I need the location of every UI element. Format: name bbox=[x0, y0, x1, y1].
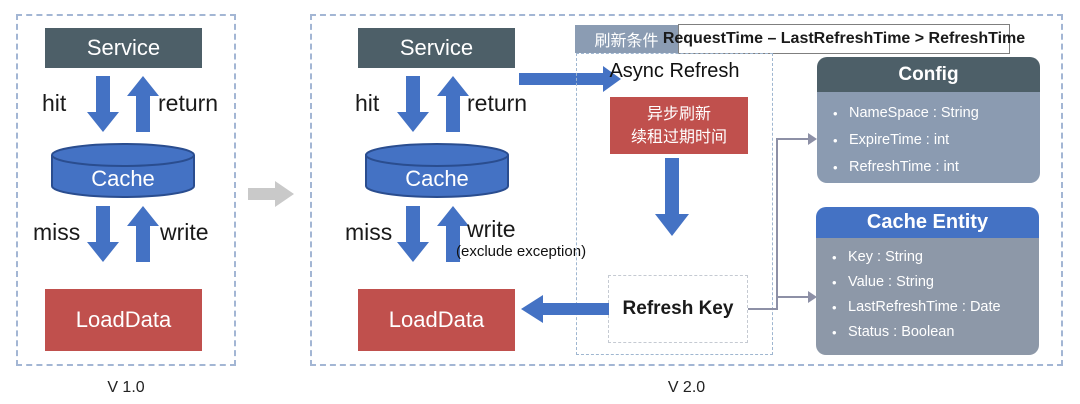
v1-hit-label: hit bbox=[42, 90, 67, 116]
v1-write-up-arrow-icon bbox=[127, 206, 159, 262]
cylinder-icon bbox=[365, 143, 509, 198]
v1-loaddata-box: LoadData bbox=[45, 289, 202, 351]
v1-miss-down-arrow-icon bbox=[87, 206, 119, 262]
v1-return-label: return bbox=[158, 90, 219, 116]
config-title: Config bbox=[817, 57, 1040, 92]
refreshkey-to-loaddata-arrow-icon bbox=[521, 295, 609, 323]
v2-caption: V 2.0 bbox=[667, 379, 706, 396]
cache-entity-fields: Key : String Value : String LastRefreshT… bbox=[816, 238, 1039, 355]
cache-entity-field: Value : String bbox=[830, 270, 1039, 295]
refresh-key-box: Refresh Key bbox=[608, 275, 748, 343]
v1-cache-label: Cache bbox=[91, 166, 155, 191]
cache-entity-field: Status : Boolean bbox=[830, 320, 1039, 345]
cache-entity-field: LastRefreshTime : Date bbox=[830, 295, 1039, 320]
v1-panel bbox=[16, 14, 236, 366]
cylinder-icon bbox=[51, 143, 195, 198]
config-field: ExpireTime : int bbox=[831, 127, 1040, 154]
v1-caption: V 1.0 bbox=[107, 379, 145, 396]
service-to-async-arrow-icon bbox=[519, 66, 621, 92]
v2-service-label: Service bbox=[399, 35, 474, 60]
config-field: RefreshTime : int bbox=[831, 154, 1040, 181]
async-task-line1: 异步刷新 bbox=[646, 105, 711, 123]
refresh-condition-expression: RequestTime – LastRefreshTime > RefreshT… bbox=[663, 24, 1025, 54]
config-field: NameSpace : String bbox=[831, 100, 1040, 127]
v2-miss-down-arrow-icon bbox=[397, 206, 429, 262]
v2-hit-label: hit bbox=[355, 90, 380, 116]
v2-cache-cylinder: Cache bbox=[364, 142, 510, 200]
task-to-refreshkey-down-arrow-icon bbox=[655, 158, 689, 236]
v2-write-up-arrow-icon bbox=[437, 206, 469, 262]
transform-arrow-icon bbox=[248, 181, 294, 207]
v1-cache-cylinder: Cache bbox=[50, 142, 196, 200]
async-refresh-title: Async Refresh bbox=[609, 60, 740, 82]
v1-hit-down-arrow-icon bbox=[87, 76, 119, 132]
refresh-key-label: Refresh Key bbox=[622, 298, 734, 319]
v2-cache-label: Cache bbox=[405, 166, 469, 191]
v2-miss-label: miss bbox=[345, 219, 393, 245]
v2-loaddata-label: LoadData bbox=[388, 307, 485, 332]
cache-entity-title: Cache Entity bbox=[816, 207, 1039, 238]
v1-write-label: write bbox=[160, 219, 209, 245]
async-refresh-box bbox=[576, 53, 773, 355]
config-fields: NameSpace : String ExpireTime : int Refr… bbox=[817, 92, 1040, 183]
v2-panel bbox=[310, 14, 1063, 366]
cache-entity-field: Key : String bbox=[830, 245, 1039, 270]
v2-return-label: return bbox=[467, 90, 528, 116]
v1-loaddata-label: LoadData bbox=[75, 307, 172, 332]
async-task-line2: 续租过期时间 bbox=[630, 128, 727, 146]
cache-entity-card: Cache Entity Key : String Value : String… bbox=[816, 207, 1039, 355]
v1-miss-label: miss bbox=[33, 219, 81, 245]
v2-write-note: (exclude exception) bbox=[456, 243, 587, 260]
v2-hit-down-arrow-icon bbox=[397, 76, 429, 132]
async-task-box: 异步刷新 续租过期时间 bbox=[610, 97, 748, 154]
config-card: Config NameSpace : String ExpireTime : i… bbox=[817, 57, 1040, 183]
v2-write-label: write bbox=[467, 216, 516, 242]
v2-return-up-arrow-icon bbox=[437, 76, 469, 132]
v1-return-up-arrow-icon bbox=[127, 76, 159, 132]
v2-loaddata-box: LoadData bbox=[358, 289, 515, 351]
v1-service-box: Service bbox=[45, 28, 202, 68]
v1-service-label: Service bbox=[86, 35, 161, 60]
v2-service-box: Service bbox=[358, 28, 515, 68]
refresh-condition-tag: 刷新条件 bbox=[575, 25, 678, 53]
refreshkey-to-entities-connector bbox=[748, 133, 817, 310]
